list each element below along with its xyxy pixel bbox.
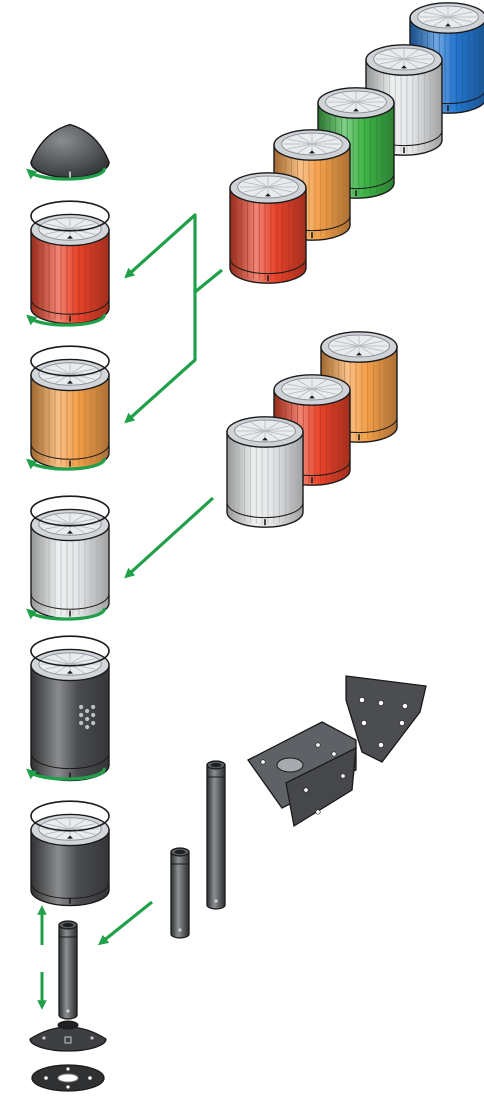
mounting-plate — [345, 675, 427, 763]
buzzer-module — [30, 635, 110, 782]
rotation-arrows — [26, 167, 106, 781]
top-cap — [30, 123, 110, 179]
components — [29, 2, 484, 1092]
short-tube — [170, 847, 190, 939]
gasket — [31, 1064, 105, 1092]
alt-module-red — [229, 172, 307, 284]
arrow-to-white-module — [124, 496, 215, 579]
red-module — [30, 200, 110, 325]
assembly-arrows — [37, 213, 224, 1010]
arrow-to-red-module — [124, 213, 224, 294]
alt-module-green — [317, 87, 395, 199]
tube — [58, 920, 78, 1020]
connection-module — [30, 800, 110, 907]
rotation-arrow — [26, 167, 106, 181]
orange-module — [30, 345, 110, 470]
rotation-arrow — [26, 457, 106, 471]
rotation-arrow — [26, 607, 106, 621]
alternative-modules-row-1 — [229, 2, 484, 284]
rotation-arrow — [26, 767, 106, 781]
alternative-modules-row-2 — [226, 331, 398, 528]
arrow-to-tube — [98, 900, 153, 946]
long-tube — [206, 760, 226, 910]
white-module — [30, 495, 110, 620]
alt-module-blue — [409, 2, 484, 114]
alt-module-white — [226, 416, 304, 528]
arrow-to-orange-module — [124, 290, 197, 424]
mounting-options — [170, 675, 427, 939]
rotation-arrow — [26, 313, 106, 327]
foot — [29, 1020, 107, 1052]
wall-bracket — [247, 721, 357, 828]
